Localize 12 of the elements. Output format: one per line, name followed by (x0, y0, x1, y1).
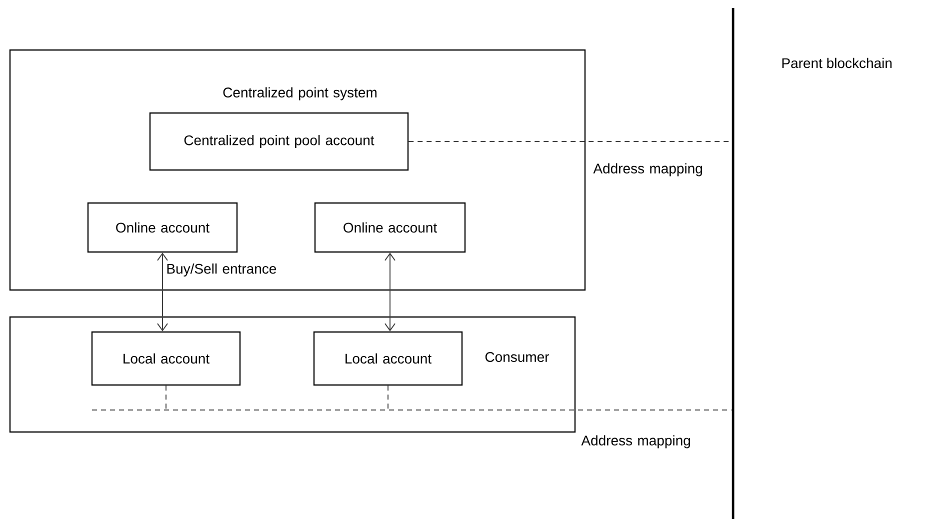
edge-label: Address mapping (581, 435, 690, 448)
vertical-line (732, 8, 734, 519)
connector (384, 252, 396, 332)
account-box: Local account (91, 331, 241, 386)
account-box: Online account (314, 202, 466, 253)
side-label: Parent blockchain (782, 58, 892, 68)
connector (157, 252, 168, 332)
edge-label: Buy/Sell entrance (167, 263, 276, 277)
account-box: Local account (313, 331, 463, 386)
account-box: Online account (87, 202, 238, 253)
account-box: Centralized point pool account (149, 112, 409, 171)
edge-label: Address mapping (593, 163, 702, 176)
